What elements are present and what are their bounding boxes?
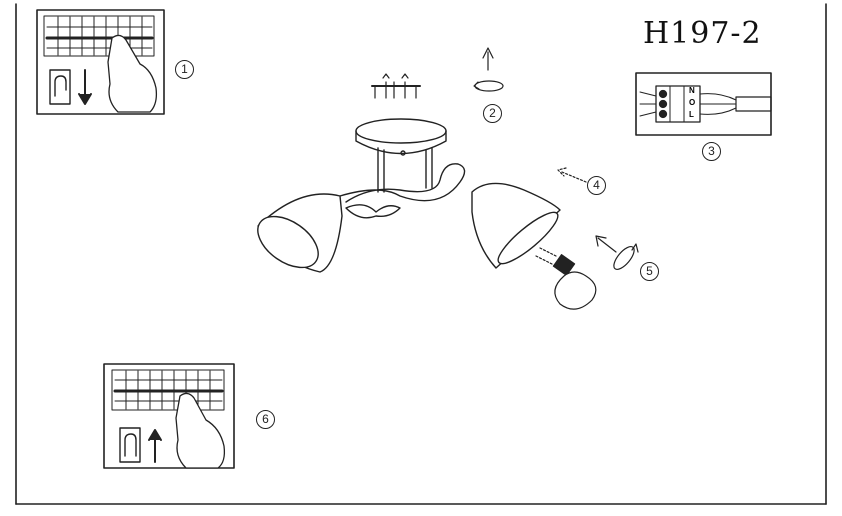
finger-icon — [175, 392, 226, 469]
rotate-arrow-icon — [473, 47, 504, 92]
right-shade-opening — [497, 211, 559, 265]
rotate-arrow-icon — [595, 235, 639, 270]
step6-panel — [103, 363, 235, 469]
decorative-leaf — [345, 204, 401, 219]
terminal-block-bottom — [113, 370, 224, 410]
step-number-3: 3 — [702, 142, 721, 161]
arrow-down-icon — [78, 69, 92, 105]
light-bulb-icon — [535, 247, 597, 310]
step-number-1: 1 — [175, 60, 194, 79]
connector-terminal-labels: N O L — [689, 86, 699, 122]
chandelier — [257, 118, 561, 273]
curved-arm — [339, 163, 466, 203]
lever-icon — [49, 69, 71, 105]
terminal-label-l: L — [689, 110, 694, 119]
mounting-bracket — [371, 73, 421, 99]
arrow-up-icon — [148, 429, 162, 463]
ceiling-canopy — [355, 118, 447, 144]
step-number-6: 6 — [256, 410, 275, 429]
step1-panel — [36, 9, 165, 115]
step4-arrow-icon — [557, 167, 587, 183]
step-number-4: 4 — [587, 176, 606, 195]
left-shade-opening — [257, 215, 319, 269]
right-shade — [471, 182, 561, 269]
terminal-block-top — [45, 16, 154, 56]
finger-icon — [107, 34, 158, 113]
terminal-label-o: O — [689, 98, 696, 107]
step-number-5: 5 — [640, 262, 659, 281]
step-number-2: 2 — [483, 104, 502, 123]
terminal-label-n: N — [689, 86, 695, 95]
step3-panel — [635, 72, 772, 136]
frame — [15, 3, 827, 505]
model-code: H197-2 — [643, 16, 762, 51]
lever-icon — [119, 427, 141, 463]
